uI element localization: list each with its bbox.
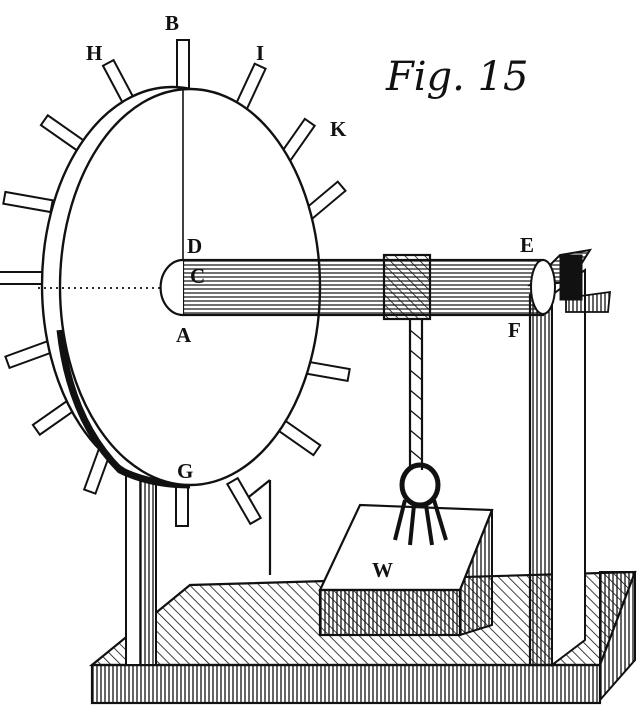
label-k: K xyxy=(330,117,347,141)
label-w: W xyxy=(372,558,393,582)
rope xyxy=(382,253,448,546)
label-f: F xyxy=(508,318,521,342)
label-d: D xyxy=(187,234,202,258)
label-c: C xyxy=(190,264,205,288)
label-i: I xyxy=(256,41,264,65)
label-b: B xyxy=(165,11,179,35)
label-h: H xyxy=(86,41,102,65)
label-e: E xyxy=(520,233,534,257)
label-a: A xyxy=(176,323,192,347)
figure-title: Fig. 15 xyxy=(385,54,528,100)
weight-block xyxy=(318,503,494,637)
axle xyxy=(159,258,556,317)
label-g: G xyxy=(177,459,193,483)
